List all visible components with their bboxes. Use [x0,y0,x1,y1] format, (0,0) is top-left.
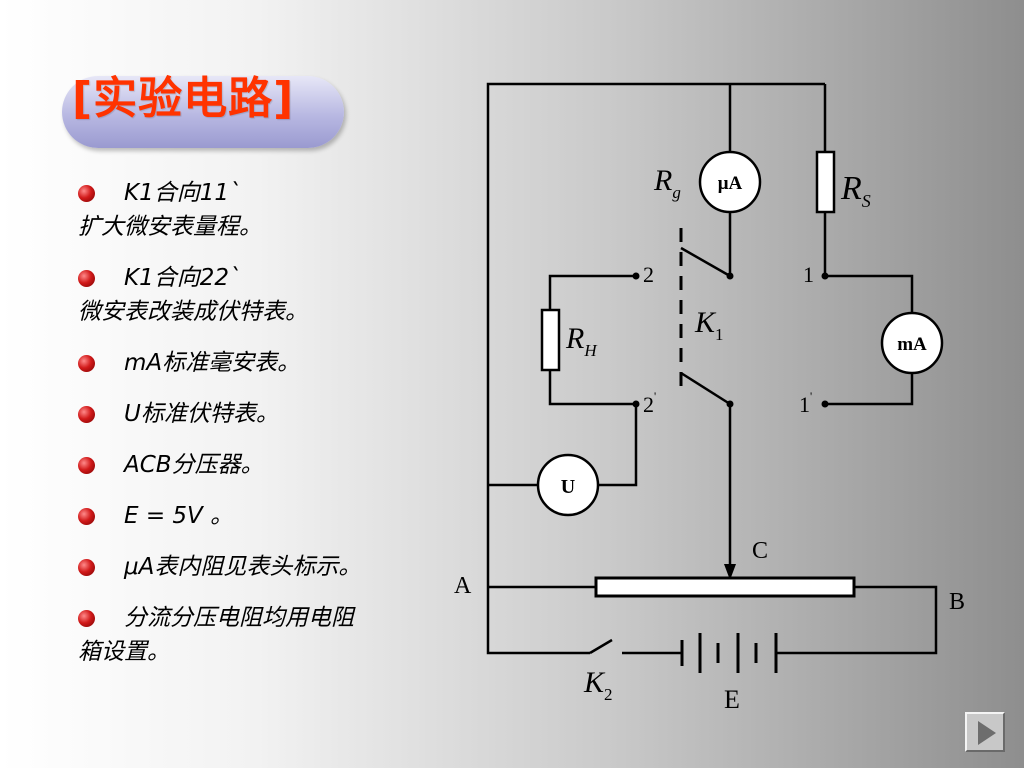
bullet-text: E = 5V 。 [124,503,234,529]
milliammeter-symbol [880,311,944,375]
k2-sub: 2 [604,685,613,704]
k1-label: K1 [694,306,724,344]
title-pill [62,76,344,148]
milliammeter-label: mA [897,334,927,355]
play-icon [978,721,996,745]
rs-sub: S [862,191,871,211]
resistor-rh [540,308,561,372]
node-2prime-mark: ' [654,389,656,403]
bullet-list: K1合向11` 扩大微安表量程。 K1合向22` 微安表改装成伏特表。 mA标准… [78,176,458,686]
bullet-text: K1合向22` [124,265,241,291]
bullet-text: ACB分压器。 [124,452,264,478]
k1-sub: 1 [715,325,724,344]
rh-label: RH [565,322,598,360]
node-1prime-label: 1' [799,389,812,417]
bullet-dot-icon [78,559,95,576]
terminal-b-label: B [949,589,965,615]
bullet-dot-icon [78,185,95,202]
bullet-text: μA表内阻见表头标示。 [124,554,362,580]
k1-main: K [694,306,717,339]
potentiometer-acb [594,576,856,598]
rg-sub: g [672,183,681,202]
bullet-dot-icon [78,508,95,525]
bullet-dot-icon [78,457,95,474]
slider-arrowhead [724,564,736,580]
battery-e-label: E [724,685,740,714]
bullet-text-continued: 扩大微安表量程。 [78,214,262,240]
slide-title: [实验电路] [72,73,295,124]
node-1-label: 1 [803,262,814,287]
rs-main: R [840,170,862,207]
node-2-label: 2 [643,262,654,287]
bullet-dot-icon [78,355,95,372]
bullet-dot-icon [78,610,95,627]
bullet-text: mA标准毫安表。 [124,350,301,376]
node-2prime-digit: 2 [643,392,654,417]
bullet-text-continued: 箱设置。 [78,639,170,665]
voltmeter-symbol [536,453,600,517]
rh-sub: H [583,341,598,360]
bullet-item: E = 5V 。 [78,499,458,533]
battery-symbol [680,633,778,673]
bullet-item: K1合向11` 扩大微安表量程。 [78,176,458,244]
node-1prime-mark: ' [810,389,812,403]
bullet-item: ACB分压器。 [78,448,458,482]
next-slide-button[interactable] [965,712,1005,752]
bullet-text: U标准伏特表。 [124,401,279,427]
k2-main: K [583,666,606,699]
circuit-wires [486,82,938,655]
bullet-item: U标准伏特表。 [78,397,458,431]
bullet-dot-icon [78,270,95,287]
bullet-item: 分流分压电阻均用电阻 箱设置。 [78,601,458,669]
rg-label: Rg [653,164,681,202]
microammeter-symbol [698,150,762,214]
bullet-item: μA表内阻见表头标示。 [78,550,458,584]
k2-label: K2 [583,666,613,704]
terminal-a-label: A [454,573,472,599]
node-2prime-label: 2' [643,389,656,417]
terminal-c-label: C [752,538,768,564]
rh-main: R [565,322,584,355]
voltmeter-label: U [561,476,575,498]
rg-main: R [653,164,672,197]
rs-label: RS [840,170,871,211]
bullet-text-continued: 微安表改装成伏特表。 [78,299,308,325]
bullet-dot-icon [78,406,95,423]
bullet-text: K1合向11` [124,180,241,206]
node-1prime-digit: 1 [799,392,810,417]
resistor-rs [815,150,836,214]
bullet-item: mA标准毫安表。 [78,346,458,380]
circuit-nodes [632,272,829,408]
bullet-text: 分流分压电阻均用电阻 [124,605,354,631]
microammeter-label: μA [718,173,743,194]
bullet-item: K1合向22` 微安表改装成伏特表。 [78,261,458,329]
